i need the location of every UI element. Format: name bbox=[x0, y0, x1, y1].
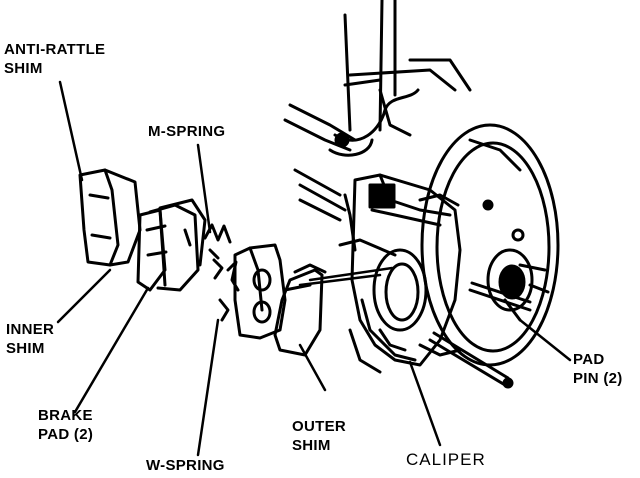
leader-caliper bbox=[408, 360, 442, 447]
anti-rattle-shim-part bbox=[78, 168, 142, 267]
leader-pad-pin bbox=[518, 318, 572, 362]
caliper-body bbox=[343, 173, 462, 367]
leader-anti-rattle-shim bbox=[58, 80, 84, 182]
w-spring-label: W-SPRING bbox=[146, 457, 225, 474]
outer-shim-label: OUTER SHIM bbox=[292, 418, 346, 454]
m-spring-part bbox=[203, 223, 232, 280]
rotor-hub bbox=[420, 123, 560, 367]
leader-brake-pad bbox=[73, 286, 150, 414]
pad-pins bbox=[428, 281, 532, 389]
leader-outer-shim bbox=[298, 343, 327, 392]
inner-shim-label: INNER SHIM bbox=[6, 321, 55, 357]
leader-inner-shim bbox=[56, 268, 112, 324]
caliper-bracket bbox=[338, 238, 462, 374]
brake-pad-label: BRAKE PAD (2) bbox=[38, 407, 94, 443]
leader-m-spring bbox=[196, 143, 212, 234]
brake-hose bbox=[328, 88, 420, 157]
caliper-label: CALIPER bbox=[406, 450, 486, 469]
inner-shim-and-pad-part bbox=[136, 198, 207, 292]
anti-rattle-shim-label: ANTI-RATTLE SHIM bbox=[4, 41, 106, 77]
leader-lines bbox=[56, 80, 572, 457]
strut-assembly bbox=[283, 0, 472, 222]
leader-w-spring bbox=[196, 318, 220, 457]
pad-pin-label: PAD PIN (2) bbox=[573, 351, 623, 387]
m-spring-label: M-SPRING bbox=[148, 123, 226, 140]
outer-pad-and-w-spring-part bbox=[218, 243, 287, 340]
